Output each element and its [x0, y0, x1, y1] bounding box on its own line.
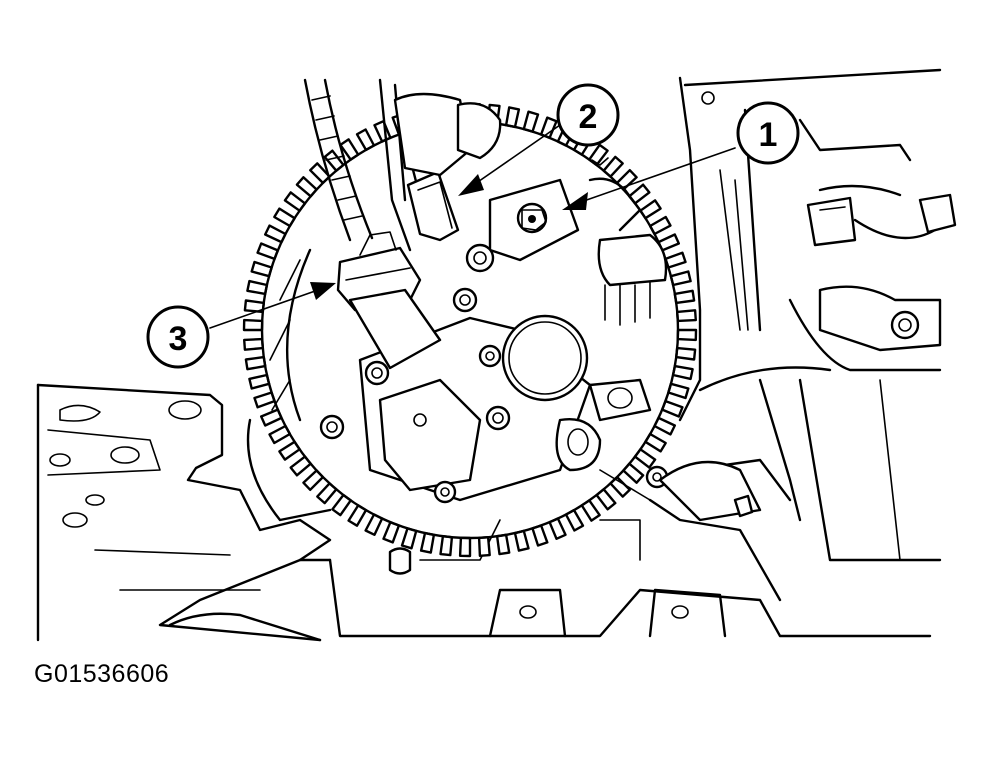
svg-text:1: 1 — [759, 116, 778, 154]
gear-tooth — [244, 355, 267, 371]
gear-tooth — [504, 106, 521, 129]
gear-tooth — [246, 279, 269, 296]
gear-tooth — [676, 328, 698, 342]
gear-tooth — [243, 337, 264, 351]
callout-1: 1 — [736, 101, 800, 165]
svg-text:3: 3 — [169, 320, 188, 358]
svg-text:2: 2 — [579, 98, 598, 136]
gear-tooth — [513, 529, 530, 552]
alternator-body — [246, 120, 680, 540]
figure-code: G01536606 — [34, 660, 170, 688]
housing-bolts — [319, 287, 669, 504]
callout-2: 2 — [556, 83, 620, 147]
leader-lines — [209, 124, 736, 329]
callout-3: 3 — [146, 305, 210, 369]
gear-tooth — [671, 364, 694, 381]
oil-pan-section — [298, 519, 932, 638]
gear-tooth — [458, 536, 472, 558]
small-electrical-connector — [393, 92, 502, 242]
gear-tooth — [673, 289, 696, 305]
gear-tooth — [477, 536, 491, 557]
engine-block-outline — [36, 383, 332, 642]
gear-tooth — [676, 309, 697, 323]
gear-tooth — [248, 373, 271, 390]
gear-tooth — [242, 318, 264, 332]
gear-tooth — [669, 270, 692, 287]
gear-tooth — [495, 533, 511, 556]
coolant-hose-fittings — [588, 157, 668, 326]
gear-tooth — [439, 535, 454, 557]
engine-right-structure — [599, 68, 957, 602]
alternator-mounting-nut — [465, 178, 580, 273]
main-electrical-connector — [336, 231, 442, 370]
gear-tooth — [675, 346, 697, 361]
gear-tooth — [419, 531, 436, 554]
